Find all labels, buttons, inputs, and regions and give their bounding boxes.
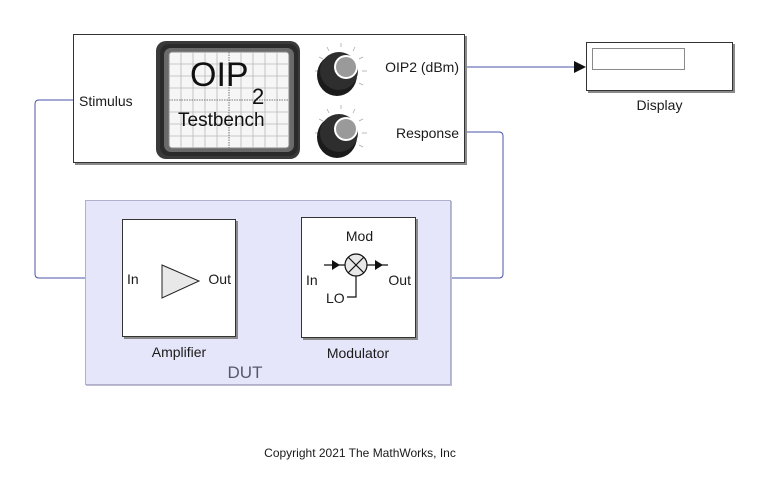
modulator-label: Modulator bbox=[326, 345, 390, 361]
port-stimulus[interactable]: Stimulus bbox=[79, 93, 133, 109]
display-block[interactable] bbox=[586, 42, 733, 91]
modulator-in-port[interactable]: In bbox=[306, 272, 318, 288]
modulator-out-port[interactable]: Out bbox=[388, 272, 411, 288]
oscilloscope-icon bbox=[156, 41, 300, 159]
copyright-text: Copyright 2021 The MathWorks, Inc bbox=[264, 446, 456, 460]
amplifier-block[interactable]: In Out bbox=[122, 219, 236, 337]
amplifier-triangle-icon bbox=[161, 264, 201, 299]
modulator-lo-port[interactable]: LO bbox=[326, 290, 345, 306]
display-label: Display bbox=[636, 97, 683, 113]
port-oip2-dbm[interactable]: OIP2 (dBm) bbox=[385, 59, 459, 75]
port-response[interactable]: Response bbox=[395, 125, 459, 141]
mixer-icon bbox=[324, 253, 388, 298]
amplifier-label: Amplifier bbox=[151, 344, 207, 360]
arrowhead-display-input bbox=[574, 61, 586, 73]
screen-title: OIP bbox=[190, 56, 249, 94]
knob-top-icon bbox=[315, 43, 367, 96]
modulator-block[interactable]: Mod In Out LO bbox=[301, 217, 416, 338]
amplifier-out-port[interactable]: Out bbox=[208, 271, 231, 287]
screen-subscript: 2 bbox=[252, 84, 265, 109]
knob-bottom-icon bbox=[315, 105, 367, 158]
knobs-graphic bbox=[315, 43, 367, 158]
amplifier-in-port[interactable]: In bbox=[127, 271, 139, 287]
modulator-title: Mod bbox=[345, 228, 374, 244]
screen-subtitle: Testbench bbox=[178, 110, 265, 131]
display-value-field bbox=[592, 48, 685, 70]
dut-label: DUT bbox=[227, 363, 263, 382]
oip2-testbench-block[interactable]: OIP 2 Testbench bbox=[73, 34, 465, 163]
